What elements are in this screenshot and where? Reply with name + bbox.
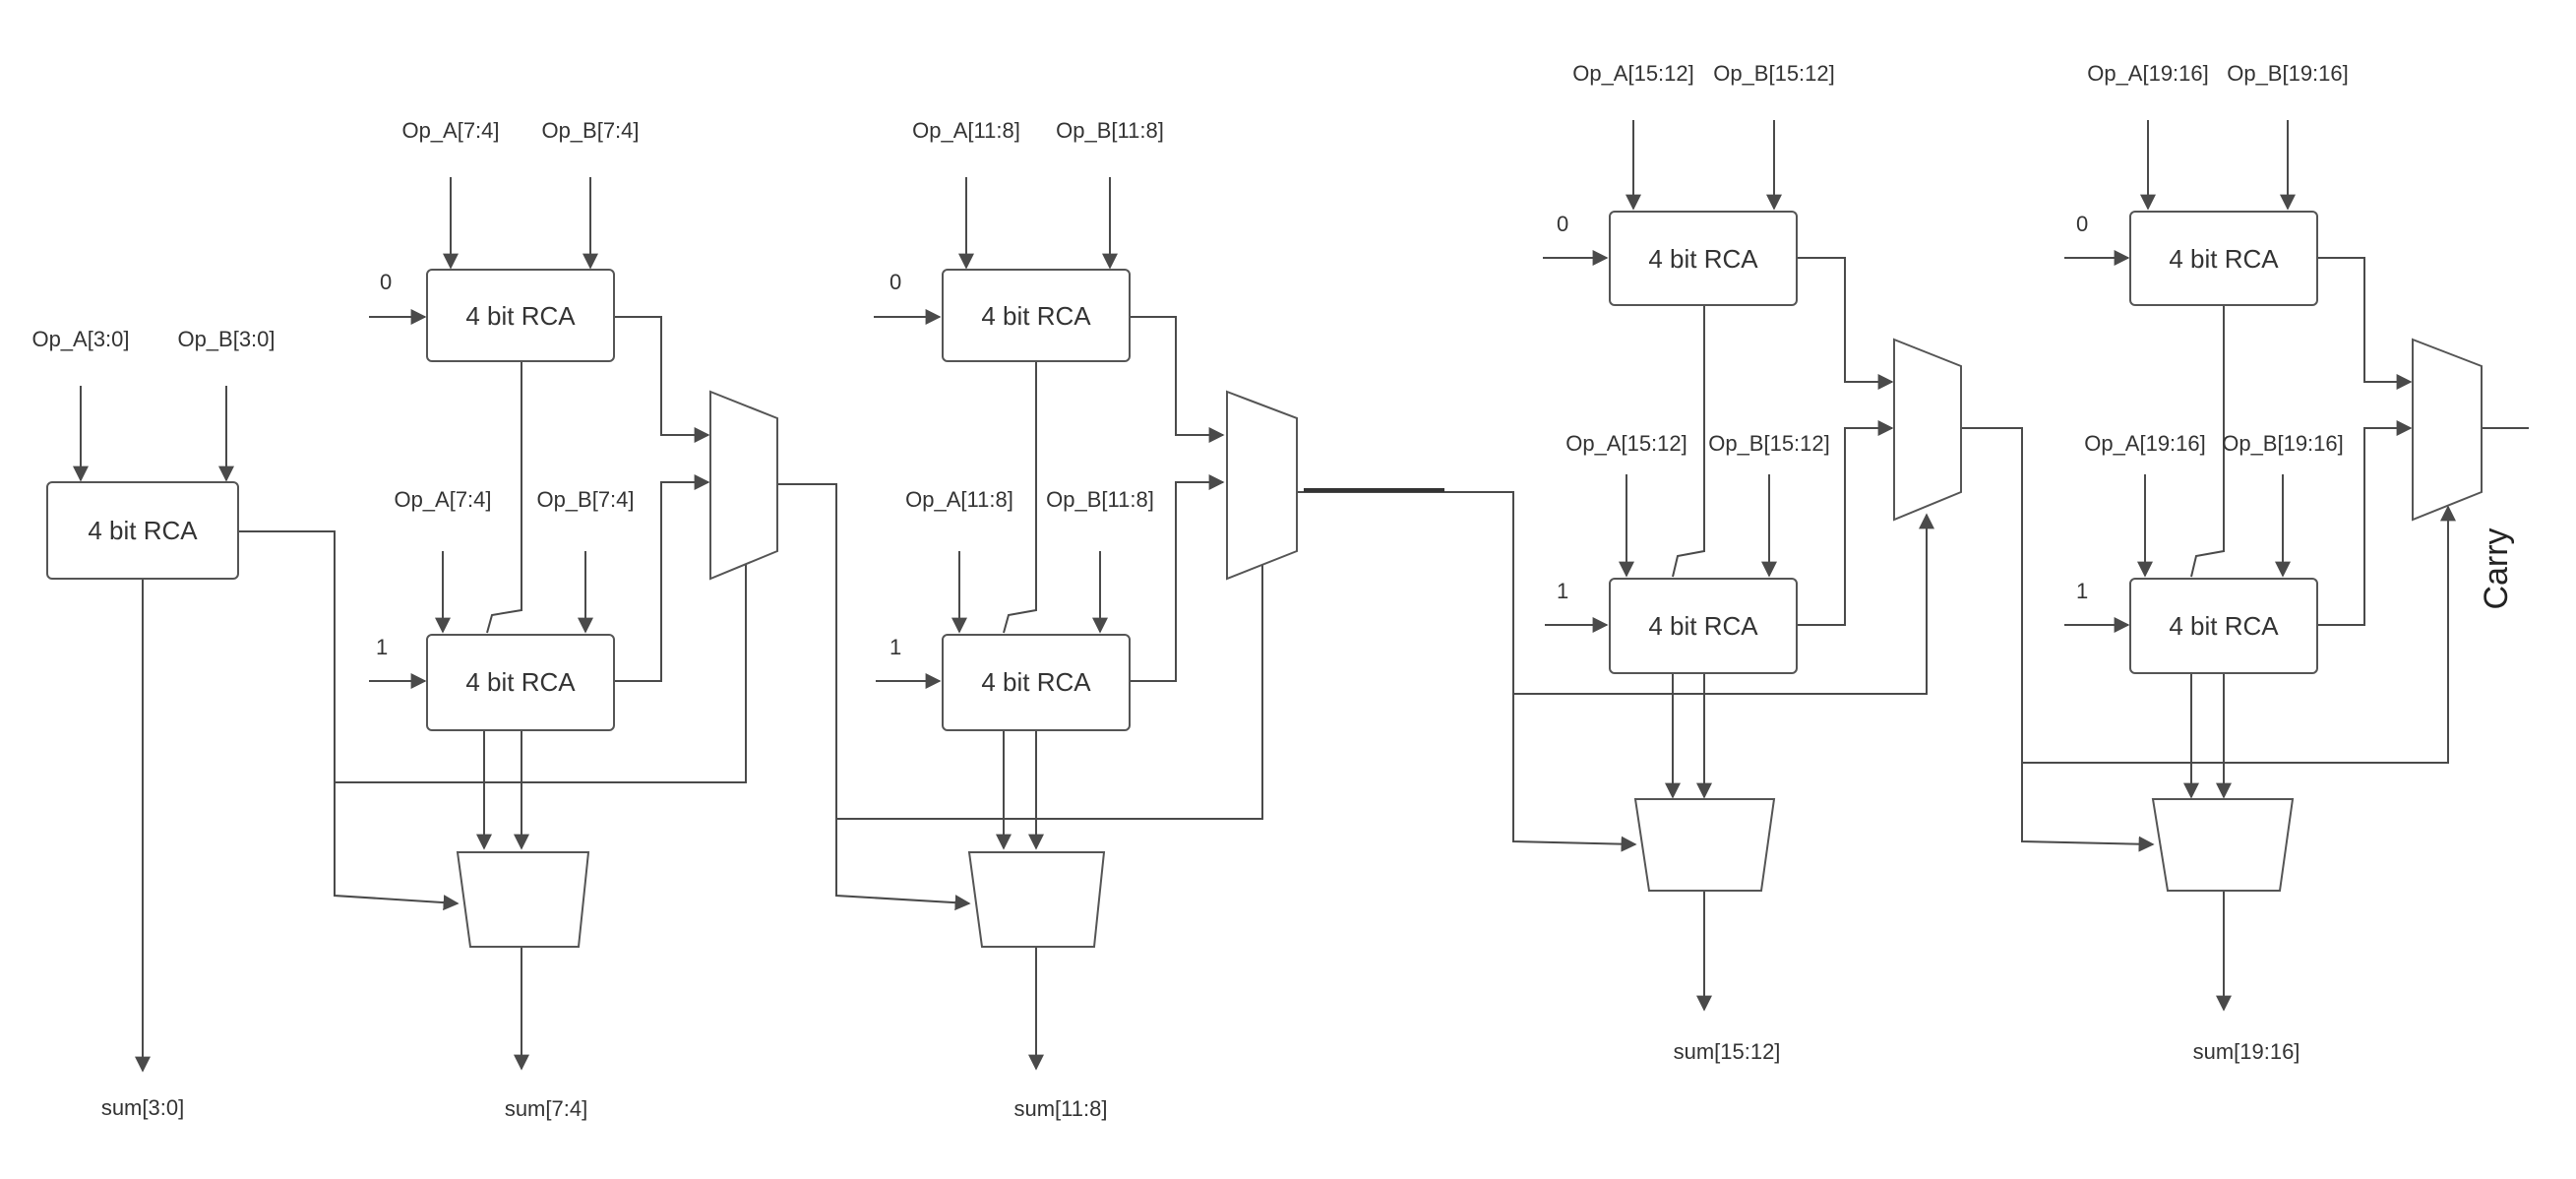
top-rca-label: 4 bit RCA (981, 301, 1091, 331)
bottom-op-b-label: Op_B[7:4] (536, 487, 634, 512)
sum-label: sum[11:8] (1014, 1096, 1108, 1121)
wires (73, 120, 2529, 1073)
top-op-b-label: Op_B[7:4] (541, 118, 639, 143)
carry-mux (1893, 338, 1962, 522)
carry-mux (709, 390, 778, 581)
rca-label: 4 bit RCA (88, 516, 198, 545)
top-op-a-label: Op_A[15:12] (1572, 61, 1694, 86)
block-2: Op_A[11:8] Op_B[11:8] 0 4 bit RCA Op_A[1… (889, 118, 1298, 1121)
bottom-rca-label: 4 bit RCA (465, 667, 576, 697)
sum-mux (967, 851, 1106, 948)
top-rca-box (2129, 211, 2318, 306)
bottom-rca-label: 4 bit RCA (1648, 611, 1758, 641)
bottom-cin-label: 1 (1557, 579, 1568, 603)
top-cin-label: 0 (1557, 212, 1568, 236)
bottom-cin-label: 1 (2076, 579, 2088, 603)
top-cin-label: 0 (2076, 212, 2088, 236)
top-op-a-label: Op_A[7:4] (401, 118, 499, 143)
top-rca-label: 4 bit RCA (1648, 244, 1758, 274)
bottom-op-b-label: Op_B[19:16] (2222, 431, 2344, 456)
carry-label: Carry (2478, 527, 2515, 609)
block-3: Op_A[15:12] Op_B[15:12] 0 4 bit RCA Op_A… (1557, 61, 1962, 1064)
block-4: Op_A[19:16] Op_B[19:16] 0 4 bit RCA Op_A… (2076, 61, 2483, 1064)
block-1: Op_A[7:4] Op_B[7:4] 0 4 bit RCA Op_A[7:4… (376, 118, 778, 1121)
top-op-b-label: Op_B[11:8] (1056, 118, 1164, 143)
bottom-rca-box (1609, 578, 1798, 674)
top-rca-box (1609, 211, 1798, 306)
bottom-op-a-label: Op_A[11:8] (905, 487, 1013, 512)
top-op-a-label: Op_A[19:16] (2087, 61, 2209, 86)
sum-label: sum[7:4] (505, 1096, 587, 1121)
op-a-label: Op_A[3:0] (31, 327, 129, 351)
top-op-b-label: Op_B[15:12] (1713, 61, 1835, 86)
rca-box (46, 481, 239, 580)
sum-label: sum[3:0] (101, 1095, 184, 1120)
bottom-rca-box (2129, 578, 2318, 674)
op-b-label: Op_B[3:0] (177, 327, 275, 351)
top-cin-label: 0 (380, 270, 392, 294)
sum-mux (456, 851, 590, 948)
top-op-a-label: Op_A[11:8] (912, 118, 1020, 143)
bottom-rca-label: 4 bit RCA (981, 667, 1091, 697)
bottom-op-a-label: Op_A[15:12] (1565, 431, 1687, 456)
bottom-op-a-label: Op_A[19:16] (2084, 431, 2206, 456)
top-op-b-label: Op_B[19:16] (2227, 61, 2349, 86)
top-rca-label: 4 bit RCA (2169, 244, 2279, 274)
bottom-cin-label: 1 (376, 635, 388, 659)
block-0: Op_A[3:0] Op_B[3:0] 4 bit RCA sum[3:0] (31, 327, 275, 1120)
sum-label: sum[15:12] (1674, 1039, 1781, 1064)
bottom-rca-box (426, 634, 615, 731)
bottom-rca-box (942, 634, 1131, 731)
top-rca-box (942, 269, 1131, 362)
bottom-op-b-label: Op_B[11:8] (1046, 487, 1154, 512)
bottom-op-b-label: Op_B[15:12] (1708, 431, 1830, 456)
bottom-rca-label: 4 bit RCA (2169, 611, 2279, 641)
top-cin-label: 0 (889, 270, 901, 294)
bottom-cin-label: 1 (889, 635, 901, 659)
top-rca-box (426, 269, 615, 362)
top-rca-label: 4 bit RCA (465, 301, 576, 331)
carry-mux (2412, 338, 2483, 522)
bottom-op-a-label: Op_A[7:4] (394, 487, 491, 512)
sum-mux (2151, 798, 2295, 892)
carry-mux (1226, 390, 1298, 581)
sum-label: sum[19:16] (2193, 1039, 2300, 1064)
sum-mux (1633, 798, 1776, 892)
